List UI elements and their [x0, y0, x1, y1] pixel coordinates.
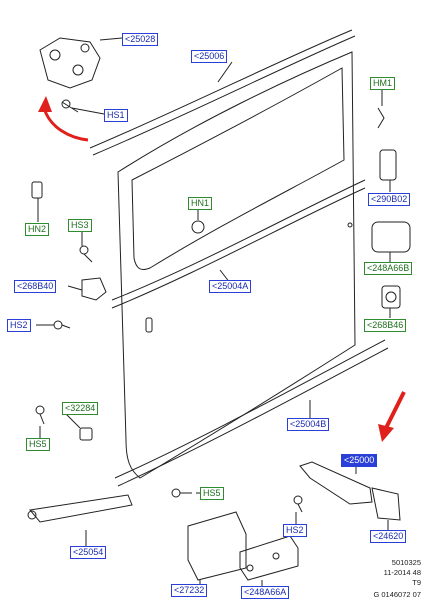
part-label-hs2-left[interactable]: HS2 — [7, 319, 31, 332]
door-rail-lower — [114, 339, 386, 479]
part-label-25004a[interactable]: <25004A — [209, 280, 252, 293]
footer-ref-1: 5010325 — [391, 558, 421, 567]
part-label-hs3[interactable]: HS3 — [68, 219, 92, 232]
part-label-25000[interactable]: <25000 — [341, 454, 378, 467]
part-label-hs5-bottom[interactable]: HS5 — [200, 487, 224, 500]
part-label-25054[interactable]: <25054 — [70, 546, 107, 559]
red-arrow-curved — [42, 107, 89, 142]
part-label-25028[interactable]: <25028 — [122, 33, 159, 46]
footer-ref-2: 11-2014 48 — [383, 568, 421, 577]
part-label-25006[interactable]: <25006 — [191, 50, 228, 63]
door-panel — [117, 51, 356, 479]
part-label-hm1[interactable]: HM1 — [370, 77, 396, 90]
part-label-268b46[interactable]: <268B46 — [364, 319, 407, 332]
door-handle-slot — [145, 317, 153, 333]
top-roller-bracket — [39, 37, 101, 89]
footer-ref-3: T9 — [412, 578, 421, 587]
part-label-248a66b[interactable]: <248A66B — [364, 262, 413, 275]
part-label-290b02[interactable]: <290B02 — [368, 193, 411, 206]
footer-ref-4: G 0146072 07 — [373, 590, 421, 599]
red-arrow-curved-head — [38, 96, 52, 112]
part-label-hn1[interactable]: HN1 — [188, 197, 213, 210]
part-label-hs2-bottom[interactable]: HS2 — [283, 524, 307, 537]
lower-hinge-arm — [299, 461, 373, 505]
part-label-24620[interactable]: <24620 — [370, 530, 407, 543]
door-window — [131, 67, 345, 271]
part-label-25004b[interactable]: <25004B — [287, 418, 330, 431]
part-label-hn2[interactable]: HN2 — [25, 223, 50, 236]
part-label-hs1[interactable]: HS1 — [104, 109, 128, 122]
part-label-32284[interactable]: <32284 — [62, 402, 99, 415]
window-seal-top — [89, 29, 353, 149]
red-arrow-straight — [384, 391, 406, 429]
red-arrow-straight-head — [378, 424, 394, 442]
part-label-268b40[interactable]: <268B40 — [14, 280, 57, 293]
part-label-27232[interactable]: <27232 — [171, 584, 208, 597]
part-label-248a66a[interactable]: <248A66A — [241, 586, 290, 599]
door-rail-middle — [111, 179, 366, 301]
part-label-hs5-left[interactable]: HS5 — [26, 438, 50, 451]
